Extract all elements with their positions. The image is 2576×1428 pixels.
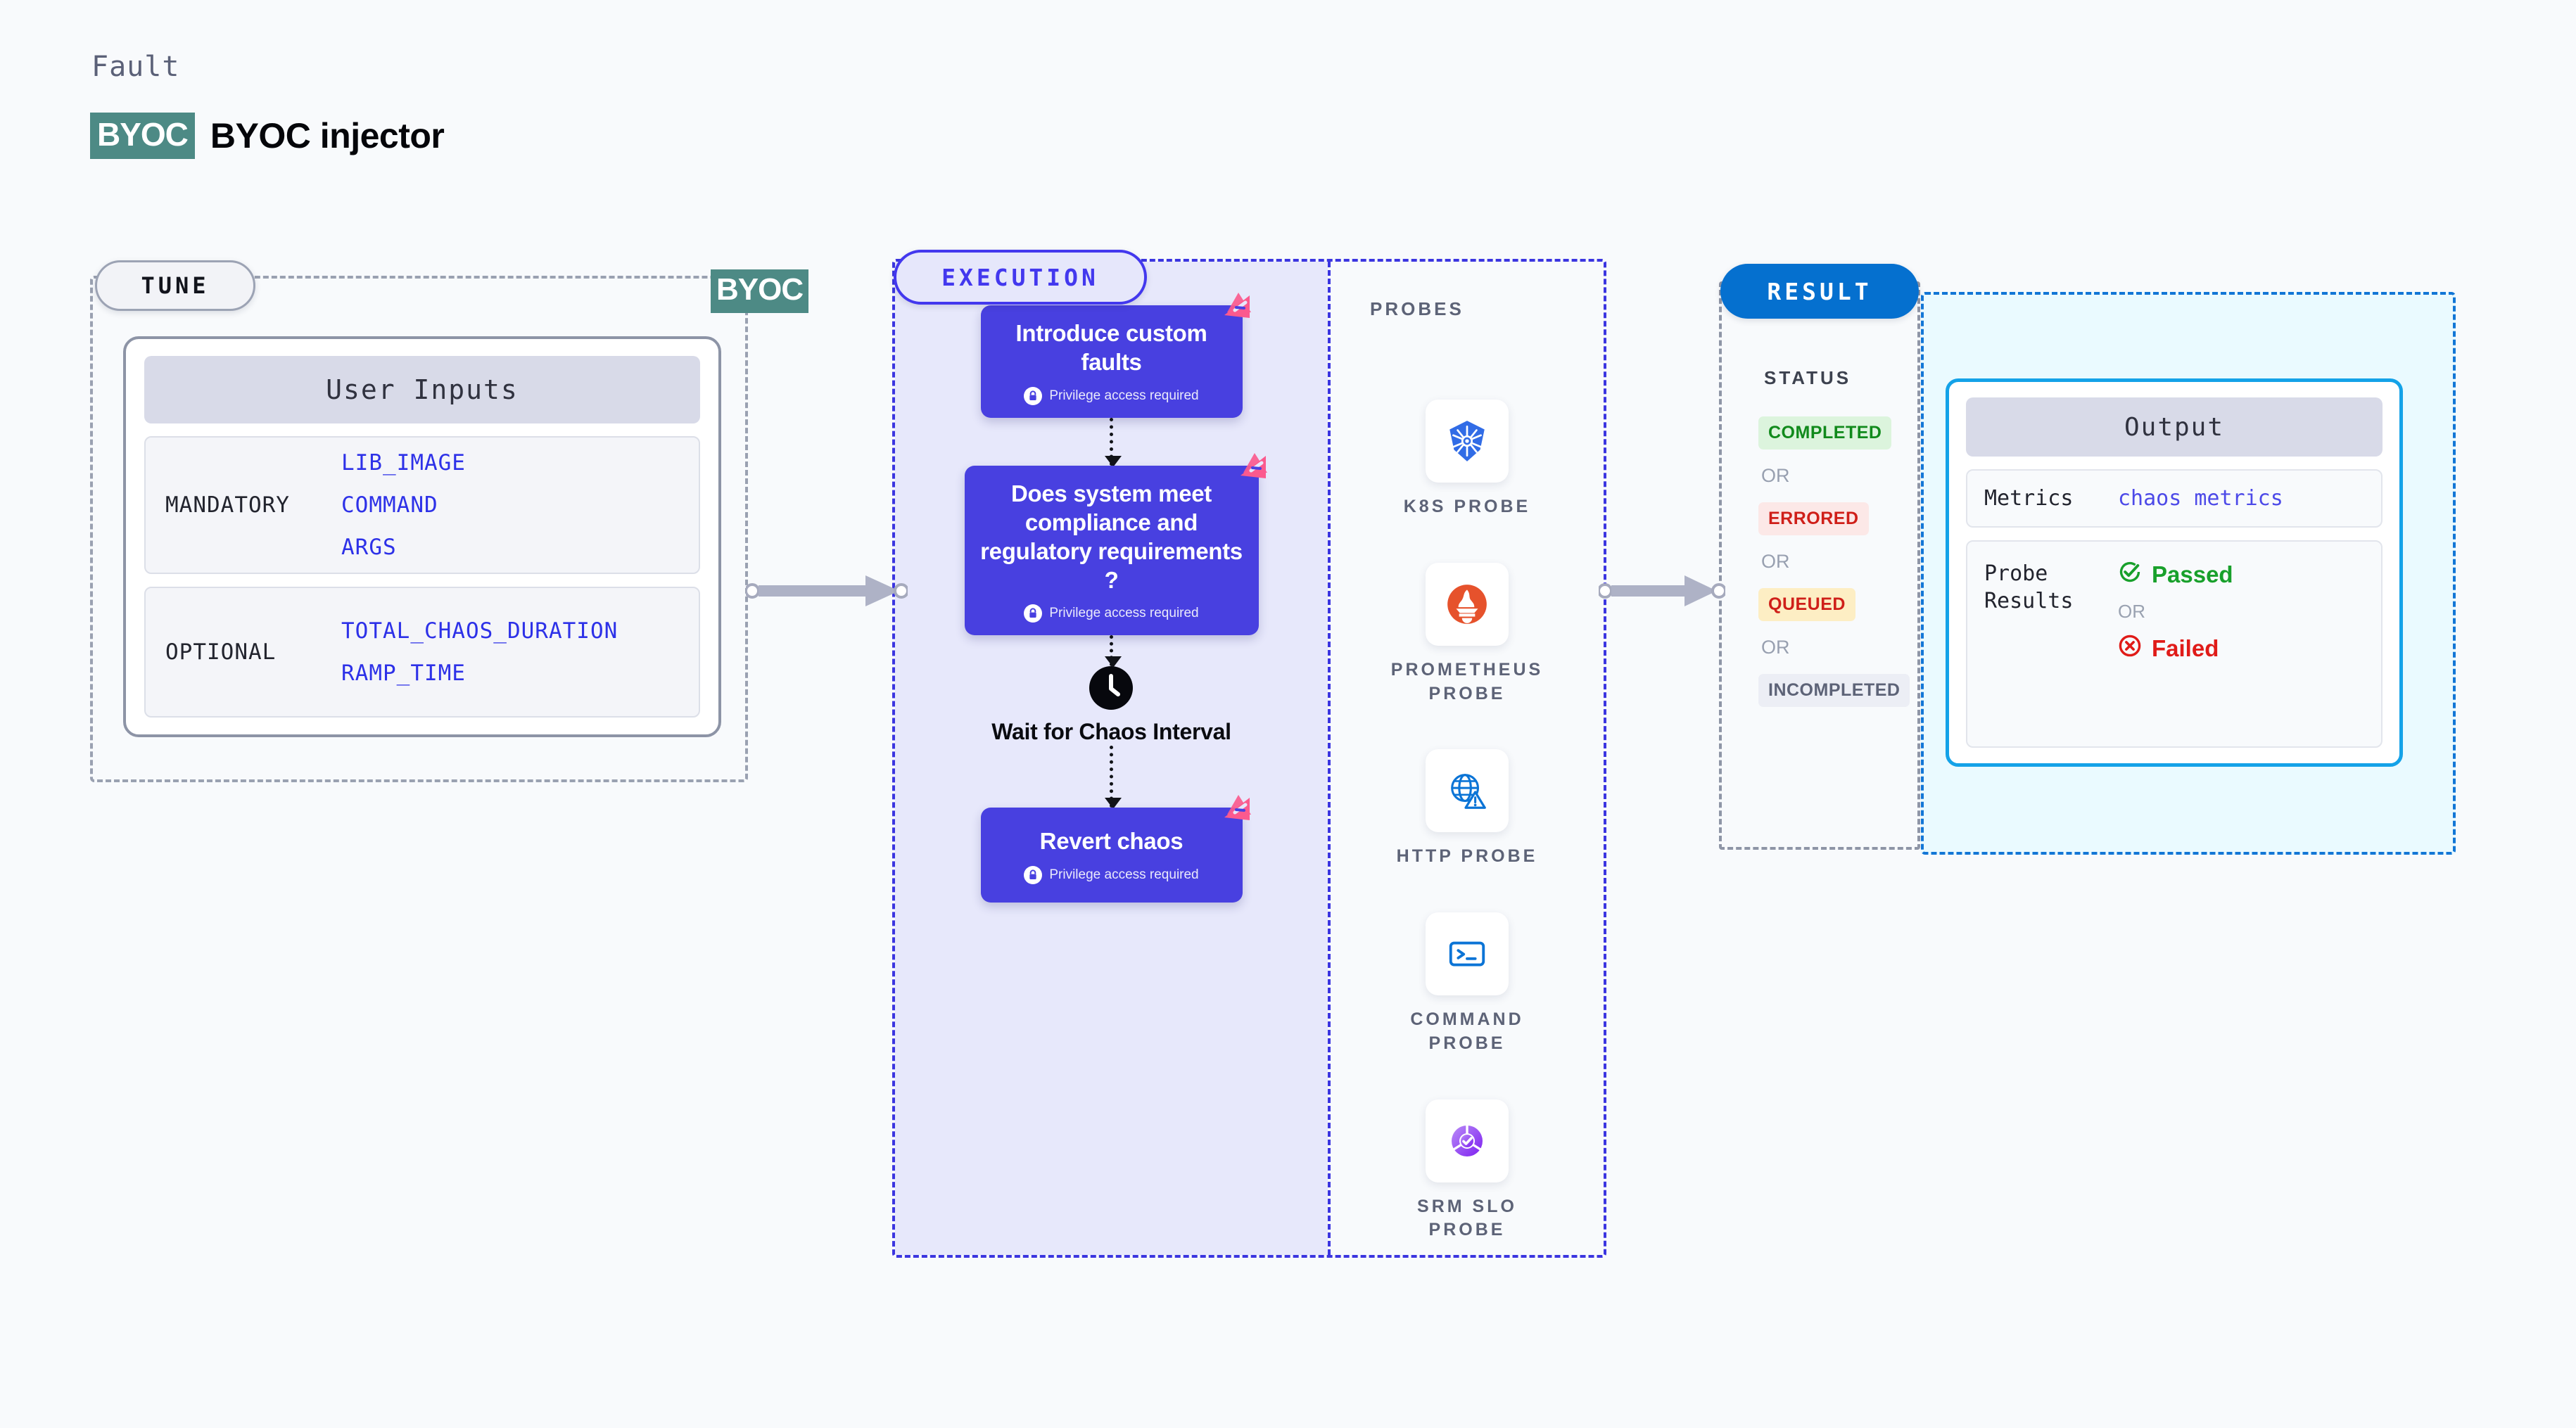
probe-item-srm-slo[interactable]: SRM SLO PROBE (1376, 1099, 1559, 1243)
page-title: BYOC injector (210, 116, 445, 155)
status-list: COMPLETED OR ERRORED OR QUEUED OR INCOMP… (1758, 416, 1910, 707)
lock-icon (1024, 604, 1043, 623)
probe-result-failed: Failed (2118, 634, 2233, 663)
node-title: Revert chaos (1039, 827, 1184, 854)
probe-label: K8S PROBE (1403, 497, 1531, 516)
probes-column: PROBES (1328, 262, 1604, 1255)
probe-results-label: Probe Results (1984, 561, 2074, 613)
passed-label: Passed (2152, 561, 2233, 587)
node-revert-chaos[interactable]: Revert chaos Privilege access required (980, 794, 1251, 903)
status-or-2: OR (1761, 551, 1790, 572)
tune-pill[interactable]: TUNE (95, 260, 255, 311)
byoc-badge: BYOC (90, 113, 195, 159)
node-title: Introduce custom faults (1015, 320, 1207, 375)
param-command[interactable]: COMMAND (341, 492, 438, 518)
clock-label: Wait for Chaos Interval (991, 719, 1231, 745)
execution-column: Introduce custom faults Privilege access… (895, 262, 1328, 1255)
flow-arrow-1 (1105, 417, 1122, 467)
execution-flow: Introduce custom faults Privilege access… (895, 262, 1328, 1255)
output-metrics-row: Metrics chaos metrics (1966, 469, 2383, 528)
connector-tune-to-execution (746, 570, 908, 612)
terminal-icon (1449, 941, 1485, 967)
probe-tile (1426, 562, 1509, 646)
connector-execution-to-result (1599, 570, 1725, 612)
node-compliance-check[interactable]: Does system meet compliance and regulato… (964, 452, 1267, 636)
srm-slo-icon (1452, 1125, 1483, 1156)
param-ramp-time[interactable]: RAMP_TIME (341, 661, 466, 686)
x-circle-icon (2118, 634, 2142, 663)
probe-item-http[interactable]: HTTP PROBE (1376, 749, 1559, 869)
http-globe-icon (1451, 774, 1486, 810)
probe-tile (1426, 749, 1509, 833)
param-total-chaos-duration[interactable]: TOTAL_CHAOS_DURATION (341, 618, 618, 644)
output-probe-results-row: Probe Results Passed OR (1966, 540, 2383, 748)
probe-item-k8s[interactable]: K8S PROBE (1376, 400, 1559, 519)
harness-logo-icon (1233, 452, 1270, 488)
param-args[interactable]: ARGS (341, 535, 397, 560)
check-circle-icon (2118, 560, 2142, 589)
status-title: STATUS (1764, 367, 1852, 388)
status-badge-errored: ERRORED (1758, 502, 1869, 535)
flow-arrow-3 (1105, 745, 1122, 809)
probe-result-or: OR (2118, 601, 2145, 622)
user-inputs-card: User Inputs MANDATORY LIB_IMAGE COMMAND … (123, 336, 721, 737)
status-or-3: OR (1761, 637, 1790, 658)
param-lib-image[interactable]: LIB_IMAGE (341, 450, 466, 476)
probe-label: SRM SLO PROBE (1417, 1196, 1517, 1240)
status-boundary: STATUS COMPLETED OR ERRORED OR QUEUED OR… (1719, 281, 1920, 850)
mandatory-params-block: MANDATORY LIB_IMAGE COMMAND ARGS (144, 436, 700, 574)
probe-label: PROMETHEUS PROBE (1390, 659, 1544, 703)
lock-icon (1024, 865, 1043, 884)
probes-title: PROBES (1370, 298, 1464, 319)
node-privilege-note: Privilege access required (979, 604, 1245, 623)
probe-tile (1426, 912, 1509, 995)
mandatory-label: MANDATORY (165, 492, 290, 518)
metrics-value[interactable]: chaos metrics (2118, 486, 2283, 511)
probe-tile (1426, 400, 1509, 483)
probe-label: HTTP PROBE (1396, 846, 1538, 867)
prometheus-icon (1447, 584, 1487, 624)
status-or-1: OR (1761, 465, 1790, 486)
failed-label: Failed (2152, 635, 2219, 661)
probe-label: COMMAND PROBE (1410, 1009, 1524, 1053)
page-eyebrow: Fault (91, 51, 180, 83)
node-privilege-note: Privilege access required (995, 865, 1229, 884)
privilege-text: Privilege access required (1049, 388, 1199, 403)
status-badge-queued: QUEUED (1758, 588, 1855, 621)
harness-logo-icon (1217, 291, 1254, 328)
optional-params-block: OPTIONAL TOTAL_CHAOS_DURATION RAMP_TIME (144, 587, 700, 718)
output-card: Output Metrics chaos metrics Probe Resul… (1946, 378, 2403, 767)
flow-arrow-2 (1105, 635, 1122, 668)
lock-icon (1024, 386, 1043, 405)
byoc-edge-badge: BYOC (711, 269, 809, 313)
node-privilege-note: Privilege access required (995, 386, 1229, 405)
probes-list: K8S PROBE PROMETHEUS PROBE (1331, 400, 1604, 1242)
privilege-text: Privilege access required (1049, 606, 1199, 621)
result-pill[interactable]: RESULT (1720, 264, 1919, 319)
execution-pill[interactable]: EXECUTION (894, 250, 1147, 305)
user-inputs-header: User Inputs (144, 356, 700, 423)
node-introduce-custom-faults[interactable]: Introduce custom faults Privilege access… (980, 293, 1251, 418)
optional-label: OPTIONAL (165, 639, 277, 665)
node-wait-for-chaos-interval[interactable]: Wait for Chaos Interval (991, 666, 1231, 745)
clock-icon (1089, 666, 1134, 710)
status-badge-incompleted: INCOMPLETED (1758, 674, 1910, 707)
harness-logo-icon (1217, 793, 1254, 830)
probe-item-prometheus[interactable]: PROMETHEUS PROBE (1376, 562, 1559, 706)
execution-probes-shell: Introduce custom faults Privilege access… (892, 259, 1606, 1258)
node-title: Does system meet compliance and regulato… (980, 480, 1243, 593)
status-badge-completed: COMPLETED (1758, 416, 1892, 450)
privilege-text: Privilege access required (1049, 867, 1199, 882)
output-header: Output (1966, 397, 2383, 457)
probe-item-command[interactable]: COMMAND PROBE (1376, 912, 1559, 1056)
page-header: BYOC BYOC injector (90, 113, 445, 159)
probe-tile (1426, 1099, 1509, 1182)
metrics-label: Metrics (1984, 486, 2074, 511)
kubernetes-icon (1449, 421, 1485, 461)
tune-boundary (90, 276, 748, 782)
probe-result-passed: Passed (2118, 560, 2233, 589)
